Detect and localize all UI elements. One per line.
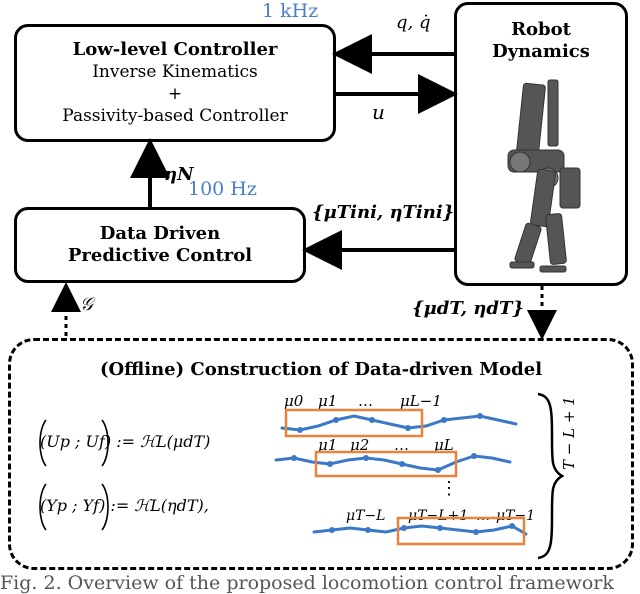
- low-level-line2: +: [167, 84, 183, 104]
- low-level-line1: Inverse Kinematics: [92, 62, 258, 82]
- window-row-1: [284, 408, 424, 438]
- row3-label-3: μT−1: [496, 508, 536, 524]
- equation-parens: [39, 419, 109, 531]
- ddpc-box: Data Driven Predictive Control: [14, 207, 306, 283]
- trajectory-points: [291, 413, 515, 535]
- row1-label-1: μ1: [318, 392, 338, 410]
- ddpc-title-line2: Predictive Control: [67, 245, 253, 266]
- offline-title: (Offline) Construction of Data-driven Mo…: [99, 359, 543, 380]
- row1-label-2: …: [358, 392, 373, 410]
- robot-dynamics-box: Robot Dynamics: [454, 2, 628, 286]
- signal-mu-ini-label: {μTini, ηTini}: [312, 202, 455, 223]
- robot-title-line1: Robot: [511, 19, 571, 40]
- signal-q-label: q, q̇: [396, 12, 431, 33]
- row3-label-0: μT−L: [346, 508, 386, 524]
- row3-label-1: μT−L+1: [408, 508, 469, 524]
- rows-vdots: ⋮: [440, 478, 458, 499]
- offline-model-box: (Offline) Construction of Data-driven Mo…: [8, 338, 634, 570]
- equation-y: (Yp ; Yf) := ℋL(ηdT),: [40, 496, 209, 515]
- equation-u: (Up ; Uf) := ℋL(μdT): [40, 432, 211, 451]
- ddpc-rate: 100 Hz: [188, 178, 257, 200]
- low-level-rate: 1 kHz: [262, 0, 319, 22]
- signal-mu-d-label: {μdT, ηdT}: [412, 298, 524, 319]
- low-level-controller-box: Low-level Controller Inverse Kinematics …: [14, 24, 336, 142]
- low-level-line3: Passivity-based Controller: [62, 106, 288, 126]
- row1-label-0: μ0: [284, 392, 304, 410]
- signal-u-label: u: [372, 100, 385, 124]
- window-row-3: [396, 516, 526, 546]
- ddpc-title-line1: Data Driven: [99, 223, 221, 244]
- right-brace: [537, 392, 565, 560]
- trajectory-row-3: [312, 524, 528, 536]
- row1-label-3: μL−1: [400, 392, 442, 410]
- row3-label-2: …: [476, 508, 490, 524]
- row2-label-0: μ1: [318, 436, 338, 454]
- robot-figure: [507, 79, 581, 273]
- low-level-controller-title: Low-level Controller: [72, 39, 278, 60]
- robot-title-line2: Dynamics: [492, 41, 590, 62]
- row2-label-2: …: [394, 436, 409, 454]
- row2-label-3: μL: [434, 436, 454, 454]
- signal-g-label: 𝒢: [80, 294, 93, 315]
- trajectory-row-1: [280, 414, 518, 432]
- row2-label-1: μ2: [350, 436, 370, 454]
- window-row-2: [314, 450, 458, 478]
- figure-caption: Fig. 2. Overview of the proposed locomot…: [0, 572, 614, 594]
- signal-eta-n-label: ηN: [164, 164, 194, 185]
